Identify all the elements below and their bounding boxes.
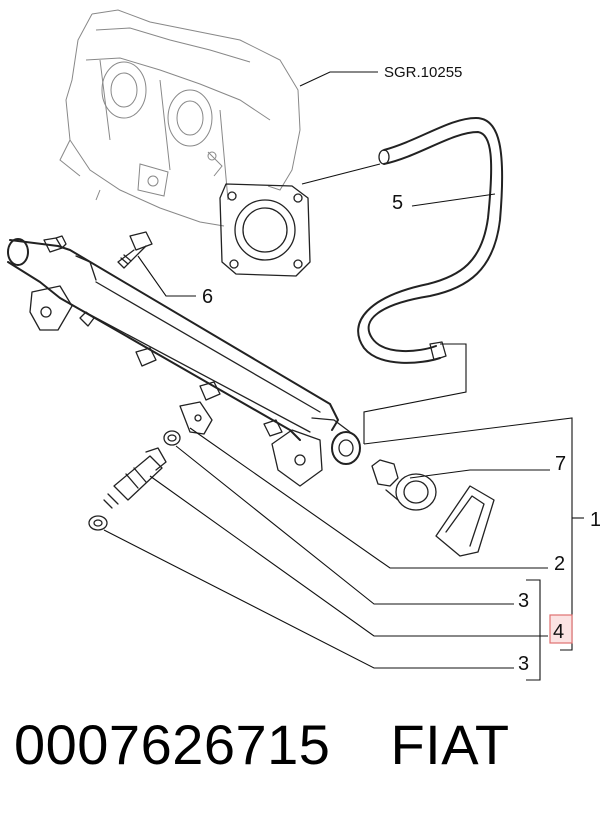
- part-number: 0007626715: [14, 713, 331, 776]
- seal-upper: [163, 430, 181, 446]
- fuel-rail: [7, 235, 361, 487]
- injector-clip: [179, 401, 213, 435]
- callout-3-lower: 3: [518, 653, 529, 675]
- callout-3-upper: 3: [518, 590, 529, 612]
- part-footer: 0007626715 FIAT: [14, 712, 510, 777]
- seal-lower: [88, 515, 108, 531]
- callout-6: 6: [202, 286, 213, 308]
- callout-1: 1: [590, 509, 600, 531]
- brand-name: FIAT: [390, 713, 510, 776]
- throttle-body-flange: [219, 183, 311, 277]
- fuel-injector: [103, 447, 167, 509]
- callout-4-highlight: [549, 614, 573, 644]
- callout-4: 4: [553, 621, 564, 643]
- reference-label: SGR.10255: [384, 64, 462, 81]
- callout-2: 2: [554, 553, 565, 575]
- pressure-regulator: [371, 459, 437, 511]
- bolt: [117, 231, 153, 269]
- retaining-clip: [435, 485, 495, 557]
- vacuum-hose: [357, 117, 504, 364]
- callout-5: 5: [392, 192, 403, 214]
- leader-lines: [103, 71, 584, 681]
- intake-manifold-drawing: [59, 9, 301, 227]
- callout-7: 7: [555, 453, 566, 475]
